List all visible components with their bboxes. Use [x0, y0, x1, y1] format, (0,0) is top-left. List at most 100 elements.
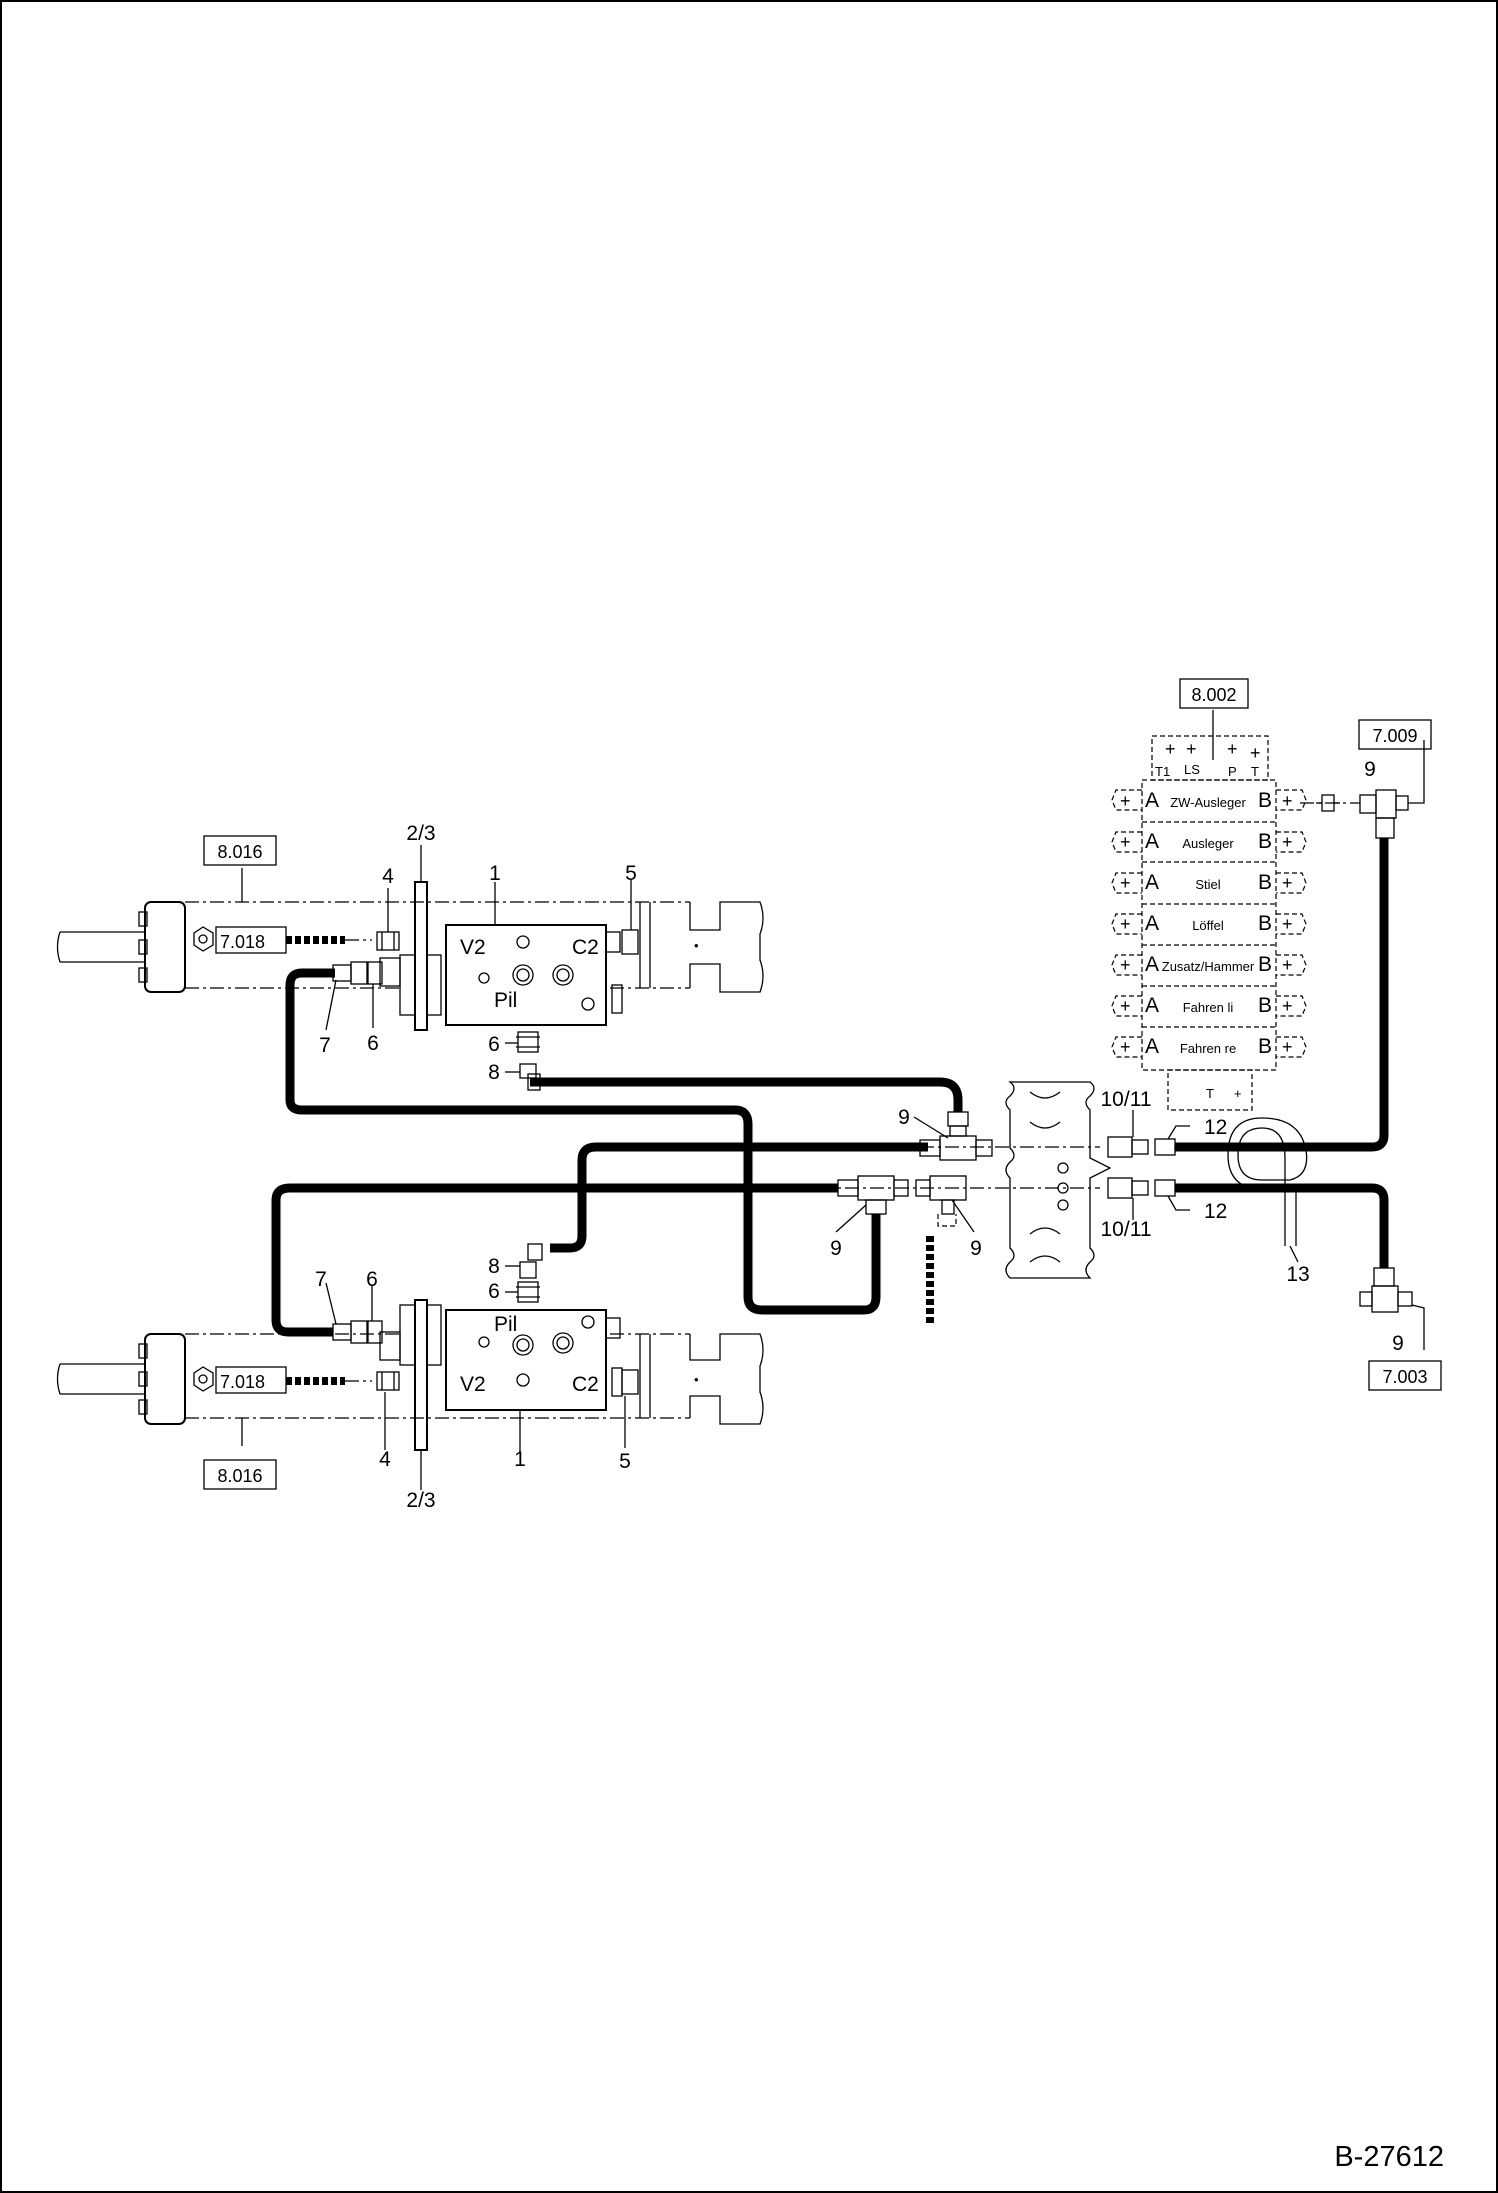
callout-top-fitting-5: 5 [625, 862, 637, 885]
tank-port-plus: + [1234, 1086, 1242, 1101]
right-tees [1300, 789, 1413, 1313]
callout-top-flange: 2/3 [406, 822, 435, 845]
top-valve-port-c2: C2 [572, 936, 599, 959]
section-port-b: B [1258, 912, 1272, 935]
callout-pipe-bend: 13 [1286, 1263, 1309, 1286]
callout-bottom-flange: 2/3 [406, 1489, 435, 1512]
callout-tee-center-left: 9 [830, 1237, 842, 1260]
center-fittings [720, 1081, 1308, 1326]
ref-hose-top: 7.018 [220, 932, 265, 952]
section-port-b: B [1258, 871, 1272, 894]
section-name: Ausleger [1182, 836, 1234, 851]
section-port-b: B [1258, 953, 1272, 976]
top-valve-port-pil: Pil [494, 989, 517, 1012]
header-plus-1: + [1165, 739, 1176, 759]
leader-lines [241, 710, 1425, 1490]
reference-box-cylinder-bottom: 8.016 [203, 1459, 277, 1490]
callout-bottom-valve: 1 [514, 1448, 526, 1471]
ref-hose-bottom: 7.018 [220, 1372, 265, 1392]
section-plus-left: + [1120, 996, 1131, 1016]
section-plus-left: + [1120, 873, 1131, 893]
callout-top-fitting-4: 4 [382, 865, 394, 888]
tank-port-t: T [1206, 1086, 1214, 1101]
bottom-cylinder-assembly: • [56, 1243, 764, 1451]
section-name: ZW-Ausleger [1170, 795, 1246, 810]
header-port-t1: T1 [1155, 764, 1170, 779]
callout-bottom-fitting-6a: 6 [366, 1268, 378, 1291]
callout-bottom-fitting-4: 4 [379, 1448, 391, 1471]
section-port-b: B [1258, 1035, 1272, 1058]
bottom-valve-port-c2: C2 [572, 1373, 599, 1396]
reference-box-tee-top: 7.009 [1358, 719, 1432, 750]
reference-box-cylinder-top: 8.016 [203, 835, 277, 866]
callout-nut-top: 12 [1204, 1116, 1227, 1139]
callout-tee-right-top: 9 [1364, 758, 1376, 781]
callout-bottom-fitting-8: 8 [488, 1255, 500, 1278]
section-plus-left: + [1120, 791, 1131, 811]
bottom-valve-port-v2: V2 [460, 1373, 486, 1396]
section-plus-right: + [1282, 1037, 1293, 1057]
ref-control-valve: 8.002 [1191, 685, 1236, 705]
section-port-b: B [1258, 994, 1272, 1017]
callout-bottom-fitting-6b: 6 [488, 1280, 500, 1303]
callout-bottom-fitting-7: 7 [315, 1268, 327, 1291]
section-port-a: A [1145, 830, 1159, 853]
section-port-a: A [1145, 994, 1159, 1017]
section-plus-right: + [1282, 996, 1293, 1016]
section-plus-right: + [1282, 791, 1293, 811]
reference-box-control-valve: 8.002 [1179, 678, 1249, 709]
section-name: Zusatz/Hammer [1162, 959, 1255, 974]
header-port-ls: LS [1184, 762, 1200, 777]
section-port-b: B [1258, 830, 1272, 853]
header-plus-4: + [1250, 743, 1261, 763]
section-port-a: A [1145, 789, 1159, 812]
callout-connector-top: 10/11 [1101, 1088, 1152, 1111]
header-port-t: T [1251, 764, 1259, 779]
reference-box-tee-bottom: 7.003 [1368, 1360, 1442, 1391]
ref-tee-bottom: 7.003 [1382, 1367, 1427, 1387]
section-plus-left: + [1120, 914, 1131, 934]
section-name: Fahren re [1180, 1041, 1236, 1056]
sheet-number: B-27612 [1334, 2141, 1444, 2173]
header-plus-3: + [1227, 739, 1238, 759]
section-port-a: A [1145, 953, 1159, 976]
header-plus-2: + [1186, 739, 1197, 759]
ref-cylinder-top: 8.016 [217, 842, 262, 862]
control-valve-stack [1111, 735, 1307, 1111]
callout-nut-bottom: 12 [1204, 1200, 1227, 1223]
section-plus-left: + [1120, 832, 1131, 852]
section-plus-right: + [1282, 832, 1293, 852]
bottom-valve-port-pil: Pil [494, 1313, 517, 1336]
section-name: Löffel [1192, 918, 1224, 933]
callout-tee-center-right: 9 [970, 1237, 982, 1260]
svg-text:•: • [694, 938, 699, 953]
section-port-a: A [1145, 912, 1159, 935]
callout-top-fitting-8: 8 [488, 1061, 500, 1084]
callout-tee-center-top: 9 [898, 1106, 910, 1129]
ref-cylinder-bottom: 8.016 [217, 1466, 262, 1486]
callout-connector-bottom: 10/11 [1101, 1218, 1152, 1241]
section-port-a: A [1145, 1035, 1159, 1058]
hoses [271, 838, 1389, 1337]
section-plus-right: + [1282, 955, 1293, 975]
callout-top-fitting-6a: 6 [367, 1032, 379, 1055]
callout-top-fitting-7: 7 [319, 1034, 331, 1057]
section-plus-left: + [1120, 1037, 1131, 1057]
section-name: Fahren li [1183, 1000, 1234, 1015]
section-name: Stiel [1195, 877, 1220, 892]
section-port-a: A [1145, 871, 1159, 894]
callout-tee-right-bottom: 9 [1392, 1332, 1404, 1355]
callout-bottom-fitting-5: 5 [619, 1450, 631, 1473]
section-plus-right: + [1282, 873, 1293, 893]
callout-top-fitting-6b: 6 [488, 1033, 500, 1056]
section-port-b: B [1258, 789, 1272, 812]
section-plus-right: + [1282, 914, 1293, 934]
header-port-p: P [1228, 764, 1237, 779]
ref-tee-top: 7.009 [1372, 726, 1417, 746]
top-valve-port-v2: V2 [460, 936, 486, 959]
top-cylinder-assembly: • [56, 881, 764, 1091]
callout-top-valve: 1 [489, 862, 501, 885]
